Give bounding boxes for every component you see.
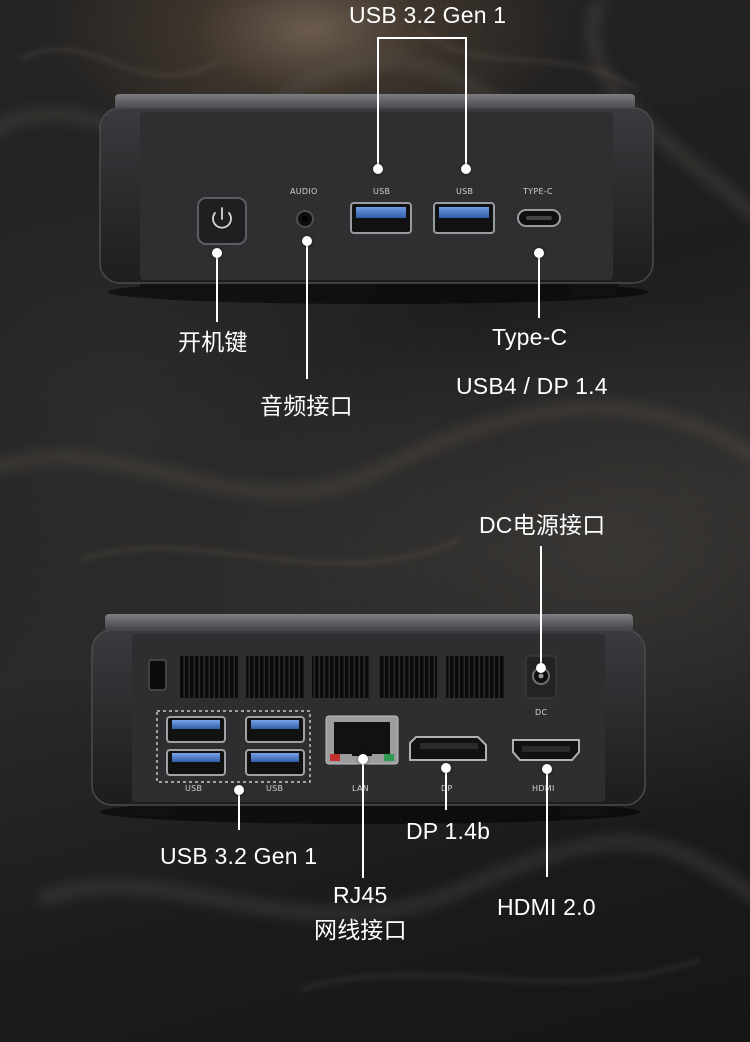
callout-line-rj45	[362, 760, 364, 878]
callout-line-usb-left	[377, 38, 379, 169]
label-type-c-spec: USB4 / DP 1.4	[456, 373, 608, 399]
callout-line-power	[216, 252, 218, 322]
callout-dot-power	[212, 248, 222, 258]
label-hdmi: HDMI 2.0	[497, 894, 596, 920]
callout-line-usb-right	[465, 38, 467, 169]
callout-line-dc	[540, 546, 542, 668]
silk-dc: DC	[535, 708, 548, 717]
silk-hdmi: HDMI	[532, 784, 555, 793]
label-rj45-desc: 网线接口	[314, 917, 407, 943]
label-audio-port: 音频接口	[260, 393, 353, 419]
callout-line-dp	[445, 768, 447, 810]
silk-audio: AUDIO	[290, 187, 318, 196]
silk-lan: LAN	[352, 784, 369, 793]
silk-usb-group-b: USB	[266, 784, 284, 793]
callout-line-usb-group	[238, 792, 240, 830]
label-power-key: 开机键	[178, 329, 248, 355]
label-dc-power: DC电源接口	[479, 512, 606, 538]
label-usb-3-2-gen1-bottom: USB 3.2 Gen 1	[160, 843, 318, 869]
silk-usb-b: USB	[456, 187, 474, 196]
label-rj45: RJ45	[333, 882, 388, 908]
silk-usb-a: USB	[373, 187, 391, 196]
label-usb-3-2-gen1-top: USB 3.2 Gen 1	[349, 2, 507, 28]
callout-dot-audio	[302, 236, 312, 246]
callout-dot-hdmi	[542, 764, 552, 774]
silk-type-c: TYPE-C	[523, 187, 553, 196]
callout-line-usb-top	[377, 37, 467, 39]
callout-dot-rj45	[358, 754, 368, 764]
callout-dot-dp	[441, 763, 451, 773]
label-type-c: Type-C	[492, 324, 568, 350]
callout-line-type-c	[538, 252, 540, 318]
callout-dot-type-c	[534, 248, 544, 258]
callout-dot-usb-b	[461, 164, 471, 174]
callout-dot-usb-group	[234, 785, 244, 795]
power-icon	[212, 207, 232, 229]
callout-dot-dc	[536, 663, 546, 673]
callout-line-hdmi	[546, 770, 548, 877]
label-dp: DP 1.4b	[406, 818, 491, 844]
device-front-view	[99, 94, 654, 304]
callout-line-audio	[306, 241, 308, 379]
silk-usb-group-a: USB	[185, 784, 203, 793]
callout-dot-usb-a	[373, 164, 383, 174]
